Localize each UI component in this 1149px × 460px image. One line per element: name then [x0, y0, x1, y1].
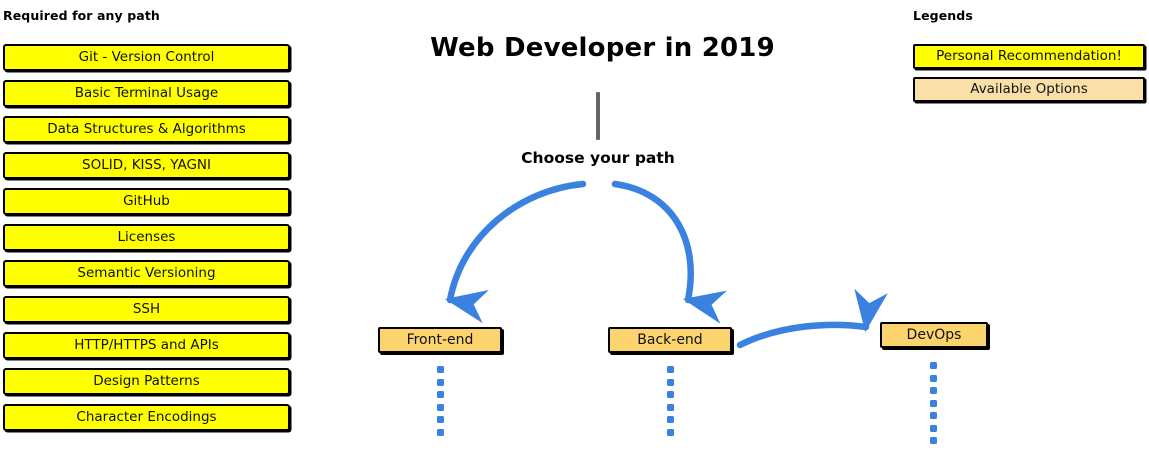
dot [437, 391, 444, 398]
dotted-continuation-devops [930, 362, 937, 450]
dotted-continuation-back-end [667, 366, 674, 441]
dot [667, 428, 674, 436]
legend-item-personal-recommendation: Personal Recommendation! [913, 44, 1145, 69]
dot [667, 416, 674, 423]
required-skill-label: SSH [132, 300, 161, 317]
required-section-heading: Required for any path [3, 8, 160, 23]
required-skill-label: Basic Terminal Usage [74, 84, 219, 101]
curved-arrow-down-left-icon [444, 180, 587, 324]
legends-section-heading: Legends [913, 8, 973, 23]
dot [930, 437, 937, 444]
required-skill-item[interactable]: Licenses [3, 224, 290, 251]
choose-path-label: Choose your path [521, 149, 675, 167]
required-skill-item[interactable]: Design Patterns [3, 368, 290, 395]
dotted-continuation-front-end [437, 366, 444, 441]
dot [930, 362, 937, 369]
dot [437, 403, 444, 411]
required-skill-item[interactable]: SSH [3, 296, 290, 323]
page-title: Web Developer in 2019 [430, 33, 775, 63]
required-skill-label: Design Patterns [93, 372, 200, 389]
dot [930, 387, 937, 394]
required-skill-item[interactable]: GitHub [3, 188, 290, 215]
path-box-back-end[interactable]: Back-end [608, 327, 732, 353]
dot [667, 391, 674, 398]
legend-list: Personal Recommendation! Available Optio… [913, 44, 1145, 110]
dot [667, 366, 674, 373]
curved-arrow-right-icon [736, 288, 888, 349]
required-skill-label: GitHub [123, 192, 170, 209]
legend-item-label: Personal Recommendation! [936, 47, 1122, 64]
path-box-label: Front-end [406, 332, 474, 348]
path-box-label: DevOps [906, 327, 962, 343]
path-box-front-end[interactable]: Front-end [378, 327, 502, 353]
dot [437, 416, 444, 423]
required-skill-item[interactable]: Data Structures & Algorithms [3, 116, 290, 143]
required-skill-label: Licenses [117, 228, 176, 245]
required-skill-item[interactable]: Semantic Versioning [3, 260, 290, 287]
required-skill-label: Character Encodings [76, 408, 217, 425]
dot [437, 428, 444, 436]
required-skill-label: HTTP/HTTPS and APIs [74, 336, 219, 353]
dot [930, 399, 937, 407]
required-skill-item[interactable]: HTTP/HTTPS and APIs [3, 332, 290, 359]
title-stem-line [596, 92, 600, 140]
dot [437, 378, 444, 386]
required-skill-list: Git - Version Control Basic Terminal Usa… [3, 44, 290, 440]
legend-item-label: Available Options [970, 80, 1088, 97]
required-skill-label: Data Structures & Algorithms [47, 120, 246, 137]
required-skill-label: Git - Version Control [78, 48, 215, 65]
curved-arrow-down-right-icon [611, 180, 728, 324]
path-box-label: Back-end [637, 332, 703, 348]
dot [930, 412, 937, 419]
dot [930, 374, 937, 382]
dot [930, 424, 937, 432]
dot [667, 403, 674, 411]
required-skill-item[interactable]: Character Encodings [3, 404, 290, 431]
dot [437, 366, 444, 373]
legend-item-available-options: Available Options [913, 77, 1145, 102]
path-box-devops[interactable]: DevOps [880, 322, 988, 348]
required-skill-item[interactable]: SOLID, KISS, YAGNI [3, 152, 290, 179]
required-skill-item[interactable]: Basic Terminal Usage [3, 80, 290, 107]
required-skill-item[interactable]: Git - Version Control [3, 44, 290, 71]
required-skill-label: Semantic Versioning [77, 264, 216, 281]
required-skill-label: SOLID, KISS, YAGNI [82, 156, 211, 173]
dot [667, 378, 674, 386]
